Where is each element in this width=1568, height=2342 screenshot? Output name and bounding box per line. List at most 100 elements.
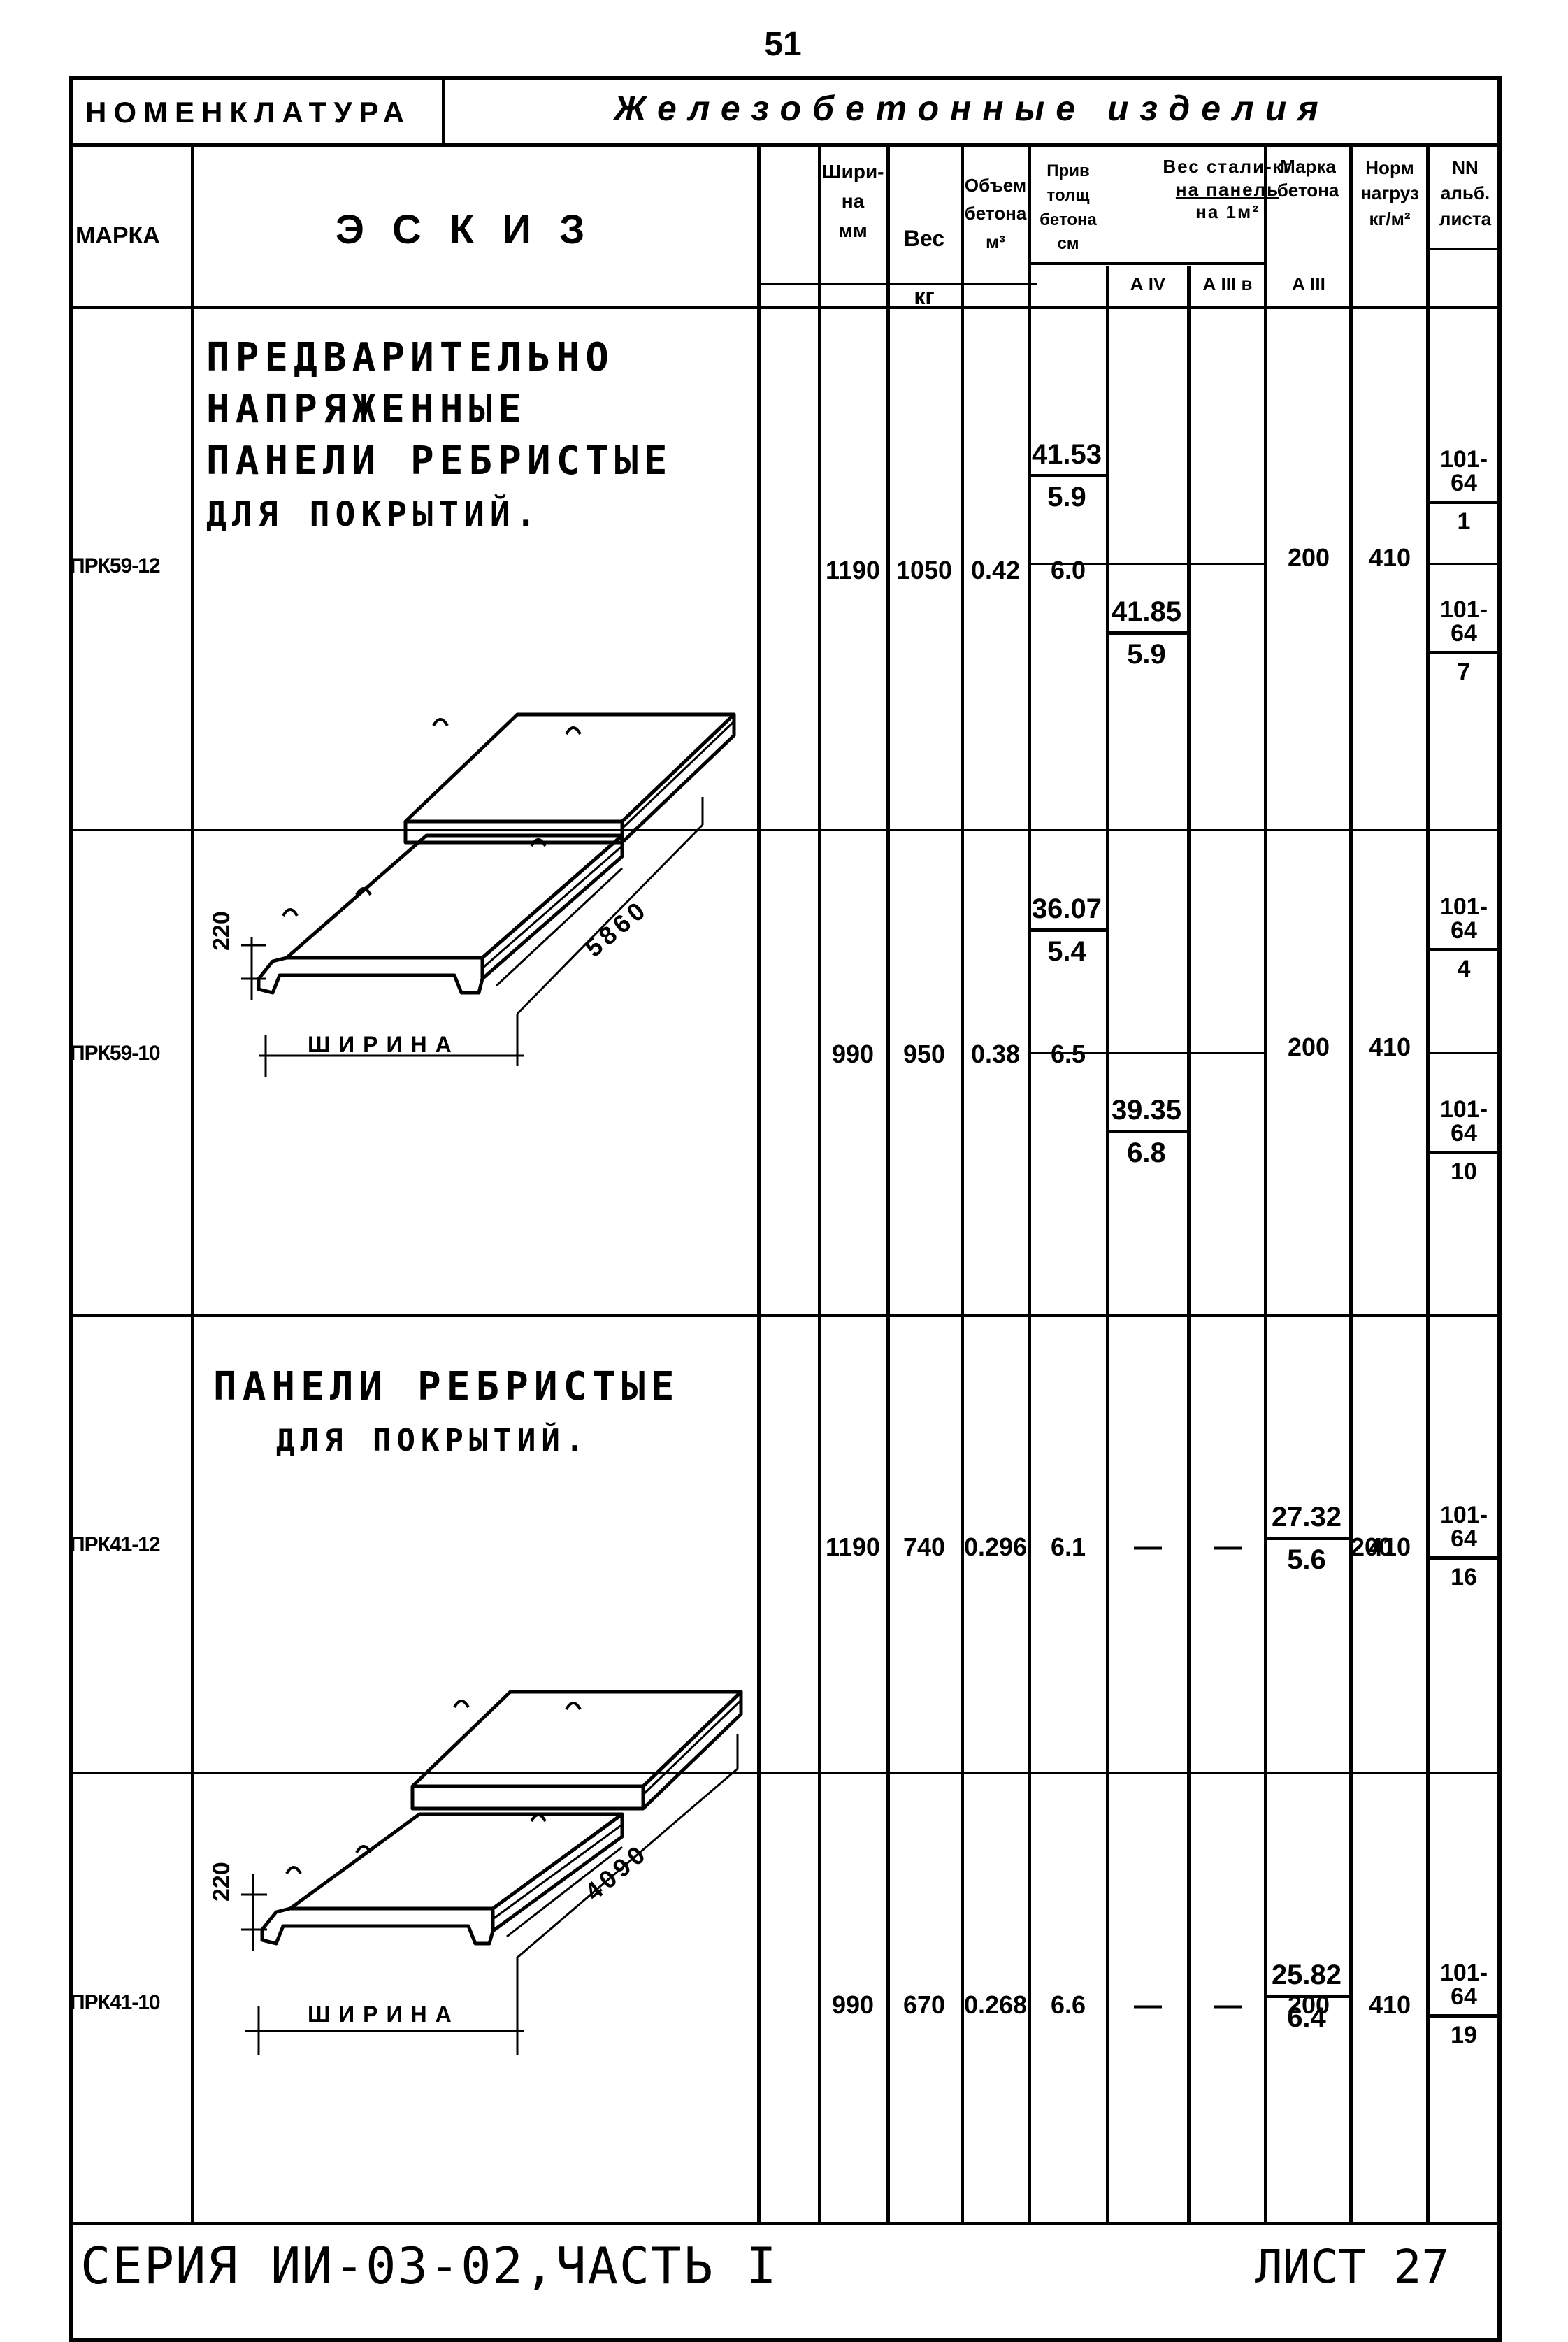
group2-line2: для покрытий.	[276, 1422, 590, 1458]
width-h1: Шири-	[821, 161, 884, 182]
column-header-rule	[69, 306, 1502, 309]
row-width: 990	[831, 1040, 875, 1068]
steel-h2: на панель	[1175, 178, 1280, 200]
row-volume: 0.296	[963, 1532, 1028, 1561]
col-header-steel: Вес стали-кг на панель на 1м²	[1109, 155, 1346, 224]
group2-line1: Панели ребристые	[213, 1364, 680, 1409]
volume-h2: бетона	[964, 203, 1027, 224]
row-sep-3	[69, 1772, 1502, 1774]
row-steel-aiiiv-dash: —	[1214, 1531, 1242, 1562]
row-reduced: 6.5	[1050, 1040, 1086, 1068]
header-rule	[69, 143, 1502, 147]
album-1-den: 4	[1457, 956, 1471, 982]
steel-aiii-den: 5.6	[1287, 1544, 1326, 1575]
row-mark: ПРК59-12	[70, 554, 161, 577]
row-mark: ПРК59-10	[70, 1042, 161, 1065]
reduced-h1: Прив	[1046, 161, 1090, 180]
album-1-num: 101-64	[1426, 895, 1502, 951]
steel-aiiiv-den: 6.8	[1127, 1137, 1166, 1168]
row-weight: 740	[902, 1532, 946, 1561]
col-header-weight: Вес кг	[889, 210, 959, 326]
row-load: 410	[1368, 1990, 1411, 2019]
footer-series: Серия ИИ-03-02,часть I	[80, 2236, 778, 2295]
steel-aiv-den: 5.9	[1047, 482, 1086, 512]
steel-aiv-num: 41.53	[1028, 440, 1106, 477]
album-2-num: 101-64	[1426, 598, 1502, 654]
group1-line4: для покрытий.	[206, 494, 542, 534]
row-album-1: 101-64 1	[1426, 447, 1502, 533]
steel-aiii-num: 25.82	[1264, 1961, 1349, 1998]
reduced-h2: толщ	[1046, 185, 1090, 205]
row-weight: 950	[902, 1040, 946, 1068]
row-reduced: 6.0	[1050, 556, 1086, 584]
height-dim-2: 220	[208, 1862, 235, 1902]
row-steel-aiiiv-dash: —	[1214, 1990, 1242, 2020]
row-reduced: 6.1	[1050, 1532, 1086, 1561]
album-1-num: 101-64	[1426, 1961, 1502, 2018]
row-steel-aiv: 41.53 5.9	[1028, 440, 1106, 511]
album-2-num: 101-64	[1426, 1098, 1502, 1154]
row-album-2: 101-64 7	[1426, 598, 1502, 684]
col-header-load: Норм нагруз кг/м²	[1352, 155, 1427, 231]
album-2-den: 7	[1457, 659, 1471, 685]
album-subrule	[1426, 248, 1502, 250]
steel-aiv-den: 5.4	[1047, 936, 1086, 967]
row-steel-aiv: 36.07 5.4	[1028, 895, 1106, 965]
col-line-sketch	[757, 143, 761, 2223]
album-2-den: 10	[1451, 1158, 1477, 1185]
height-dim-1: 220	[208, 911, 235, 951]
group2-title: Панели ребристые для покрытий.	[213, 1362, 679, 1464]
row-weight: 1050	[896, 556, 953, 584]
row-weight: 670	[902, 1990, 946, 2019]
col-line-reduced	[1028, 143, 1031, 2223]
row-width: 1190	[825, 1532, 881, 1561]
row-steel-aiiiv: 39.35 6.8	[1106, 1096, 1187, 1167]
split-r1-steel	[1028, 563, 1264, 565]
col-header-grade: Марка бетона	[1265, 155, 1351, 203]
document-title: Железобетонные изделия	[614, 89, 1330, 128]
width-label-2: Ширина	[308, 2002, 460, 2027]
grade-h2: бетона	[1276, 179, 1339, 201]
col-header-width: Шири- на мм	[819, 157, 886, 245]
unit-rule	[757, 283, 1037, 285]
col-line-volume	[961, 143, 964, 2223]
nomenclature-label: Номенклатура	[85, 96, 412, 129]
row-album-1: 101-64 4	[1426, 895, 1502, 981]
footer-rule	[69, 2222, 1502, 2225]
album-1-den: 16	[1451, 1564, 1477, 1590]
row-mark: ПРК41-12	[70, 1533, 161, 1556]
col-line-aiiiv	[1187, 266, 1191, 2223]
group1-line2: напряженные	[206, 386, 527, 432]
steel-h3: на 1м²	[1195, 201, 1260, 222]
album-1-den: 1	[1457, 508, 1471, 535]
col-line-mark	[191, 143, 194, 2223]
steel-aiiiv-den: 5.9	[1127, 639, 1166, 670]
row-volume: 0.42	[970, 556, 1021, 584]
col-header-reduced: Прив толщ бетона см	[1030, 159, 1106, 257]
steel-aiii-den: 6.4	[1287, 2002, 1326, 2033]
row-grade-4: 200	[1287, 1990, 1330, 2019]
footer-sheet: Лист 27	[1255, 2240, 1450, 2294]
album-h3: листа	[1439, 208, 1492, 229]
split-r2-steel	[1028, 1052, 1264, 1054]
weight-h2: кг	[914, 284, 935, 310]
row-steel-aiiiv: 41.85 5.9	[1106, 598, 1187, 668]
load-h3: кг/м²	[1369, 208, 1411, 229]
col-header-mark: Марка	[75, 222, 160, 249]
album-1-num: 101-64	[1426, 1503, 1502, 1560]
steel-aiii-num: 27.32	[1264, 1503, 1349, 1540]
row-album-1: 101-64 16	[1426, 1503, 1502, 1589]
row-width: 1190	[825, 556, 881, 584]
steel-subheader-rule	[1028, 262, 1264, 265]
row-reduced: 6.6	[1050, 1990, 1086, 2019]
group1-line3: панели ребристые	[206, 438, 673, 484]
grade-h1: Марка	[1280, 156, 1336, 177]
row-album-1: 101-64 19	[1426, 1961, 1502, 2047]
row-steel-aiv-dash: —	[1134, 1531, 1162, 1562]
row-mark: ПРК41-10	[70, 1991, 161, 2014]
split-r2-album	[1426, 1052, 1502, 1054]
steel-aiiiv-num: 41.85	[1106, 598, 1187, 635]
load-h1: Норм	[1365, 157, 1414, 178]
row-width: 990	[831, 1990, 875, 2019]
row-sep-1	[69, 829, 1502, 831]
